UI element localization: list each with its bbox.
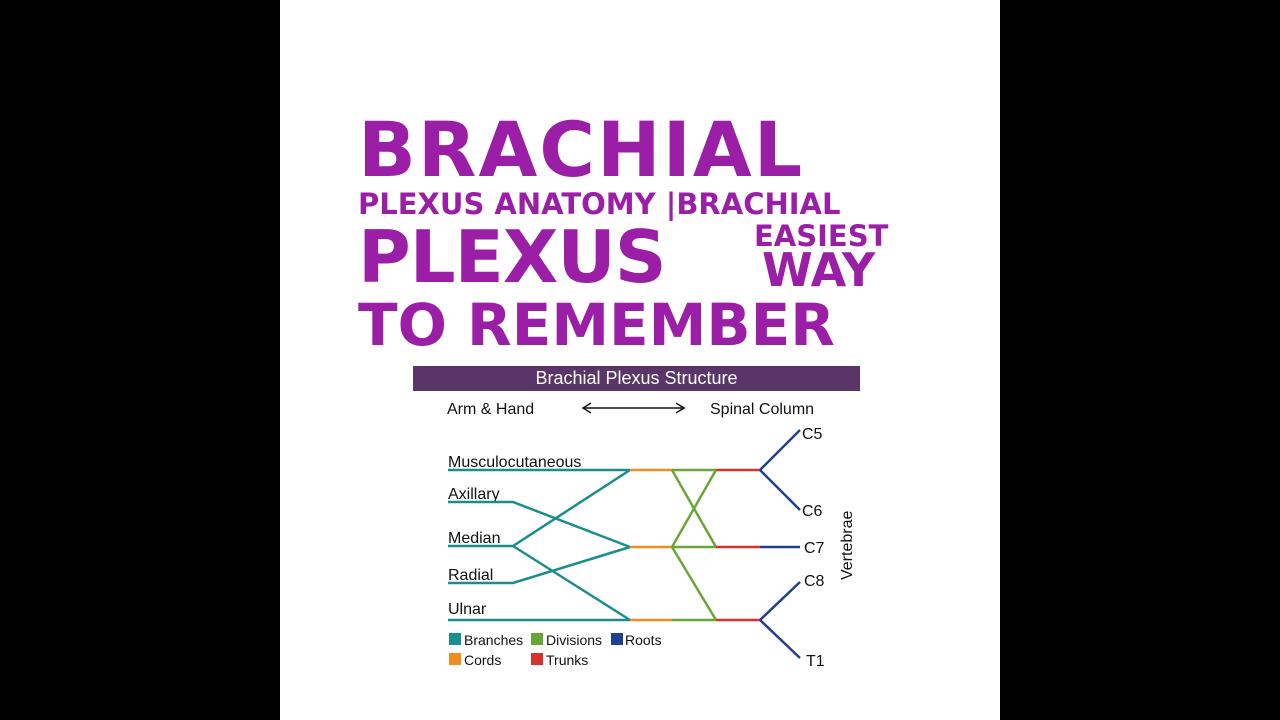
title-line-2: PLEXUS ANATOMY |BRACHIAL [358, 187, 841, 221]
root-label-c8: C8 [804, 573, 825, 590]
title-easiest: EASIEST [754, 219, 889, 253]
legend-swatch-divisions [531, 633, 543, 645]
legend-label-cords: Cords [464, 652, 501, 668]
legend-label-roots: Roots [625, 632, 662, 648]
arm-hand-label: Arm & Hand [447, 401, 534, 418]
legend-label-divisions: Divisions [546, 632, 602, 648]
root-label-c6: C6 [802, 503, 823, 520]
cord-lines [630, 468, 672, 622]
legend: Branches Divisions Roots Cords Trunks [449, 632, 662, 668]
vertebrae-label: Vertebrae [839, 511, 856, 580]
branch-label-median: Median [448, 530, 500, 547]
title-line-4: TO REMEMBER [358, 291, 835, 359]
branch-line-median-lower [512, 544, 631, 622]
legend-swatch-branches [449, 633, 461, 645]
brachial-plexus-diagram: Arm & Hand Spinal Column Musculocutaneou… [447, 401, 856, 670]
legend-label-branches: Branches [464, 632, 523, 648]
content-panel: BRACHIAL PLEXUS ANATOMY |BRACHIAL PLEXUS… [280, 0, 1000, 720]
root-label-c5: C5 [802, 426, 823, 443]
branch-label-axillary: Axillary [448, 486, 500, 503]
title-line-3: PLEXUS [358, 215, 667, 299]
branch-label-ulnar: Ulnar [448, 601, 487, 618]
double-arrow-icon [581, 402, 686, 414]
branch-line-radial [448, 545, 631, 585]
title-line-1: BRACHIAL [358, 105, 805, 194]
root-label-c7: C7 [804, 540, 825, 557]
spinal-column-label: Spinal Column [710, 401, 814, 418]
trunk-lines [716, 468, 760, 622]
branch-label-radial: Radial [448, 567, 493, 584]
legend-swatch-roots [611, 633, 623, 645]
branch-label-musculocutaneous: Musculocutaneous [448, 454, 581, 471]
division-lines [670, 468, 718, 622]
legend-swatch-trunks [531, 653, 543, 665]
root-label-t1: T1 [806, 653, 825, 670]
branch-line-axillary [448, 500, 631, 549]
legend-swatch-cords [449, 653, 461, 665]
root-lines [759, 429, 801, 659]
branch-lines [448, 468, 631, 622]
title-way: WAY [762, 243, 876, 297]
diagram-header: Brachial Plexus Structure [413, 366, 860, 391]
legend-label-trunks: Trunks [546, 652, 588, 668]
